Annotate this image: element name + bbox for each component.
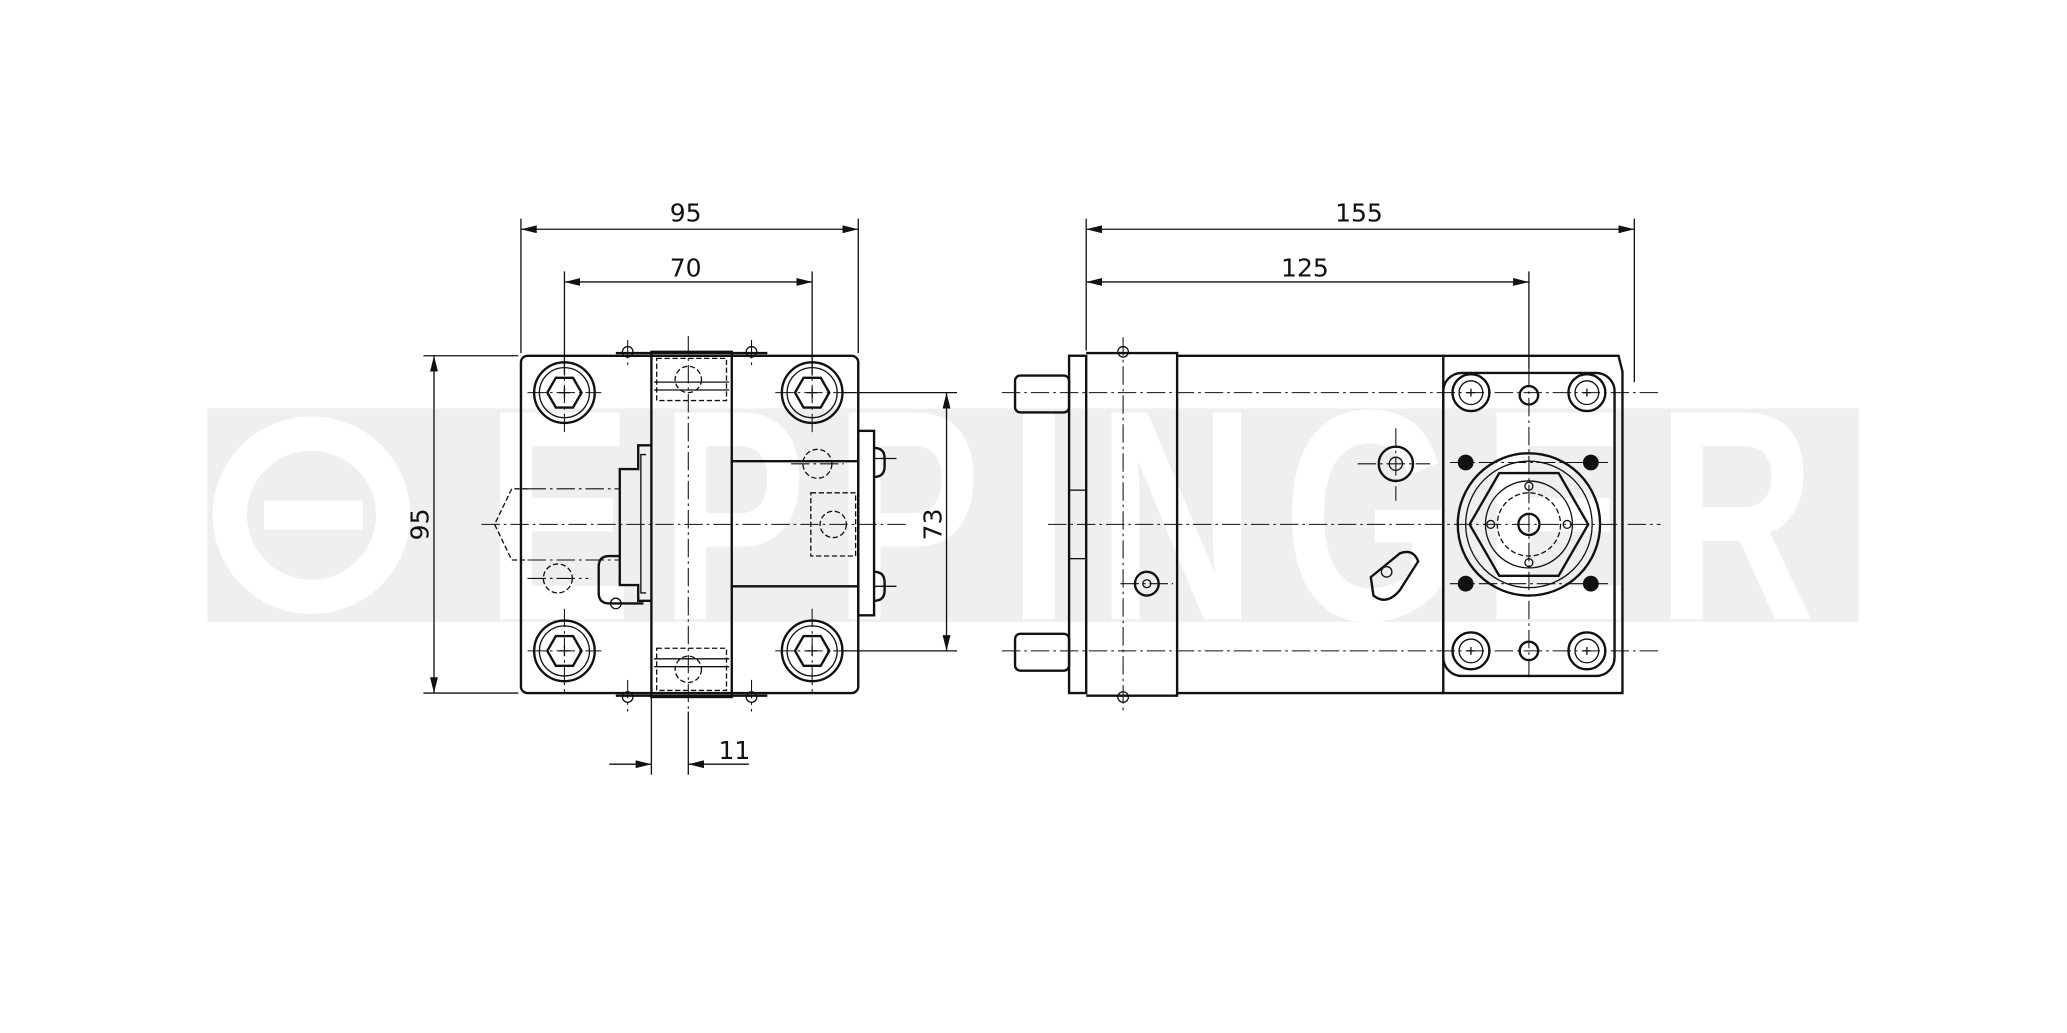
dimension-95-width: 95 [520,198,859,354]
watermark-text: EPPINGER [485,347,1842,683]
dimension-11-offset: 11 [609,697,750,775]
svg-text:70: 70 [670,254,702,283]
front-view: 95 70 95 73 11 [406,198,958,775]
svg-text:155: 155 [1335,198,1383,227]
svg-text:125: 125 [1281,254,1329,283]
svg-text:95: 95 [406,508,435,540]
side-view: 155 125 [1001,198,1661,712]
grease-nipple-icon [1369,550,1420,601]
svg-text:95: 95 [670,198,702,227]
svg-text:73: 73 [918,508,947,540]
eppinger-logo-icon [212,416,411,615]
dimension-95-height: 95 [406,355,519,694]
dimension-70-width: 70 [563,254,813,376]
dimension-125-length: 125 [1086,254,1530,369]
dimension-73-height: 73 [843,391,958,652]
svg-text:11: 11 [718,736,750,765]
